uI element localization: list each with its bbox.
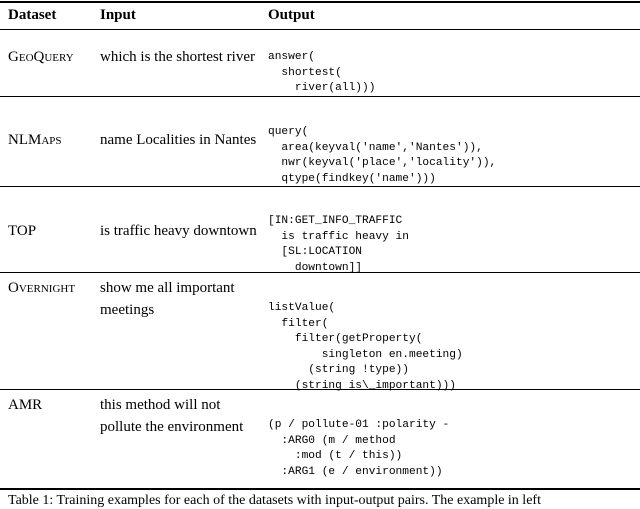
input-text: show me all important meetings	[100, 280, 235, 318]
dataset-name-amr: AMR	[8, 397, 43, 413]
output-code: listValue( filter( filter(getProperty( s…	[268, 302, 463, 392]
top-rule	[0, 1, 640, 3]
table-caption: Table 1: Training examples for each of t…	[8, 493, 541, 508]
input-text: is traffic heavy downtown	[100, 223, 257, 239]
input-text: which is the shortest river	[100, 49, 255, 65]
header-input: Input	[100, 7, 136, 23]
header-output: Output	[268, 7, 315, 23]
header-dataset: Dataset	[8, 7, 57, 23]
output-code: query( area(keyval('name','Nantes')), nw…	[268, 126, 497, 185]
dataset-name-nlmaps: NLMAPS	[8, 132, 62, 148]
row-divider	[0, 96, 640, 97]
row-divider	[0, 272, 640, 273]
output-code: [IN:GET_INFO_TRAFFIC is traffic heavy in…	[268, 215, 409, 274]
row-divider	[0, 389, 640, 390]
header-rule	[0, 29, 640, 30]
dataset-name-geoquery: GEOQUERY	[8, 49, 74, 65]
dataset-name-overnight: OVERNIGHT	[8, 280, 76, 296]
input-text: this method will not pollute the environ…	[100, 397, 244, 435]
dataset-name-top: TOP	[8, 223, 37, 239]
output-code: answer( shortest( river(all)))	[268, 51, 376, 94]
output-code: (p / pollute-01 :polarity - :ARG0 (m / m…	[268, 419, 450, 478]
input-text: name Localities in Nantes	[100, 132, 257, 148]
row-divider	[0, 186, 640, 187]
bottom-rule	[0, 488, 640, 490]
